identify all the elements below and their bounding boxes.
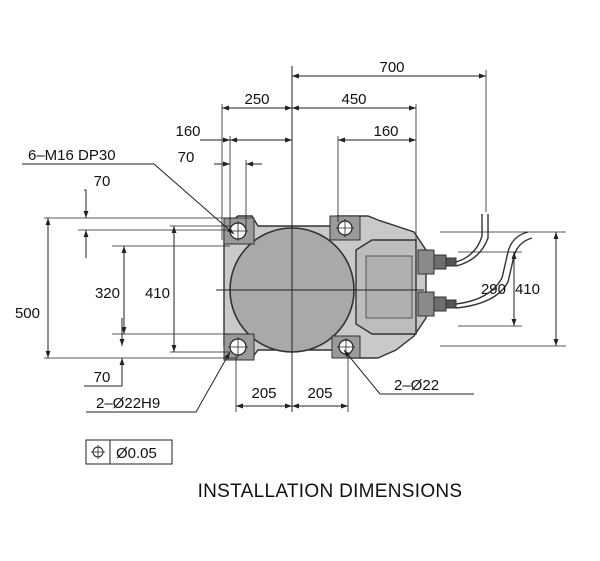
drawing-title: INSTALLATION DIMENSIONS [198, 481, 463, 502]
cable-upper-b [455, 214, 489, 267]
dimension-lines [45, 73, 559, 409]
dimension-labels: 700 250 450 160 160 6–M16 DP30 70 70 500… [15, 59, 540, 412]
dim-span-205-right: 205 [307, 385, 332, 402]
dim-span-205-left: 205 [251, 385, 276, 402]
pin-callout: 2–Ø22H9 [96, 395, 160, 412]
position-icon [91, 445, 105, 459]
cable-lower-b [455, 237, 533, 309]
extension-lines [44, 70, 566, 412]
dim-height-410-right: 410 [515, 281, 540, 298]
tolerance-value: Ø0.05 [116, 445, 157, 462]
bolt-pad-top-right [329, 215, 361, 241]
dim-width-250: 250 [244, 91, 269, 108]
cable-connector-lower [417, 291, 457, 317]
thread-callout: 6–M16 DP30 [28, 147, 116, 164]
dim-height-320: 320 [95, 285, 120, 302]
dim-right-160: 160 [373, 123, 398, 140]
dim-width-450: 450 [341, 91, 366, 108]
dim-offset-70-bottom: 70 [94, 369, 111, 386]
dim-hole-70-top: 70 [178, 149, 195, 166]
bolt-pad-top-left [223, 217, 255, 245]
cable-lower [455, 231, 529, 305]
tolerance-frame: Ø0.05 [85, 439, 173, 465]
cable-connector-upper [417, 249, 457, 275]
dim-left-160: 160 [175, 123, 200, 140]
bolt-pad-bottom-left [223, 333, 255, 361]
dim-overall-width: 700 [379, 59, 404, 76]
cable-upper [455, 214, 483, 263]
hole-callout: 2–Ø22 [394, 377, 439, 394]
dim-connector-290: 290 [481, 281, 506, 298]
center-lines [216, 66, 424, 412]
dim-left-offset-70: 70 [94, 173, 111, 190]
dim-height-500: 500 [15, 305, 40, 322]
dim-height-410-left: 410 [145, 285, 170, 302]
bolt-pad-bottom-right [331, 335, 361, 359]
leader-lines [22, 163, 474, 413]
connector-inner [365, 255, 413, 319]
